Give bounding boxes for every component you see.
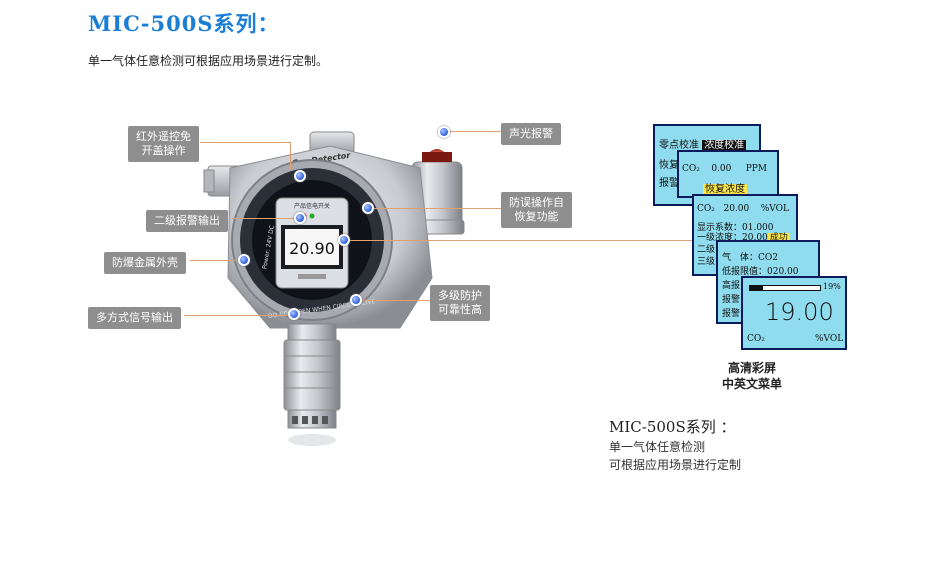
page-title: MIC-500S系列： bbox=[88, 11, 280, 36]
marker-dot bbox=[288, 308, 300, 320]
marker-dot bbox=[362, 202, 374, 214]
footer-line-1: 单一气体任意检测 bbox=[609, 440, 706, 454]
footer-model-title: MIC-500S系列 ： bbox=[609, 418, 736, 436]
screen-main-reading: 19% 19.00 CO₂ %VOL bbox=[741, 276, 847, 350]
leader-line bbox=[184, 315, 290, 316]
marker-dot bbox=[438, 126, 450, 138]
leader-line bbox=[190, 260, 238, 261]
gas-detector-illustration: Gas Detector 产品信电开关 20.90 Power: 24V DC … bbox=[203, 131, 465, 446]
callout-multi-protection: 多级防护可靠性高 bbox=[430, 285, 490, 321]
leader-line bbox=[370, 208, 501, 209]
leader-line-screen bbox=[348, 240, 708, 241]
leader-line bbox=[290, 142, 291, 170]
marker-dot bbox=[338, 234, 350, 246]
leader-line bbox=[200, 142, 290, 143]
marker-dot bbox=[294, 212, 306, 224]
callout-second-alarm: 二级报警输出 bbox=[146, 210, 228, 232]
callout-signal-output: 多方式信号输出 bbox=[88, 307, 181, 329]
page-subtitle: 单一气体任意检测可根据应用场景进行定制。 bbox=[88, 54, 329, 68]
callout-sound-light: 声光报警 bbox=[501, 123, 561, 145]
leader-line bbox=[362, 300, 430, 301]
marker-dot bbox=[238, 254, 250, 266]
screen-restore-concentration: CO₂ 0.00 PPM 恢复浓度 bbox=[677, 150, 779, 198]
screen-caption: 高清彩屏中英文菜单 bbox=[721, 361, 782, 391]
leader-line bbox=[232, 218, 294, 219]
footer-line-2: 可根据应用场景进行定制 bbox=[609, 458, 742, 472]
callout-explosion-proof-shell: 防爆金属外壳 bbox=[104, 252, 186, 274]
callout-anti-misoperation: 防误操作自恢复功能 bbox=[501, 192, 572, 228]
callout-ir-remote: 红外遥控免开盖操作 bbox=[128, 126, 199, 162]
reading-bar-fill bbox=[750, 286, 764, 290]
leader-line bbox=[448, 131, 501, 132]
device-display-value: 20.90 bbox=[289, 239, 335, 258]
panel-label: 产品信电开关 bbox=[294, 202, 330, 210]
marker-dot bbox=[350, 294, 362, 306]
marker-dot bbox=[294, 170, 306, 182]
